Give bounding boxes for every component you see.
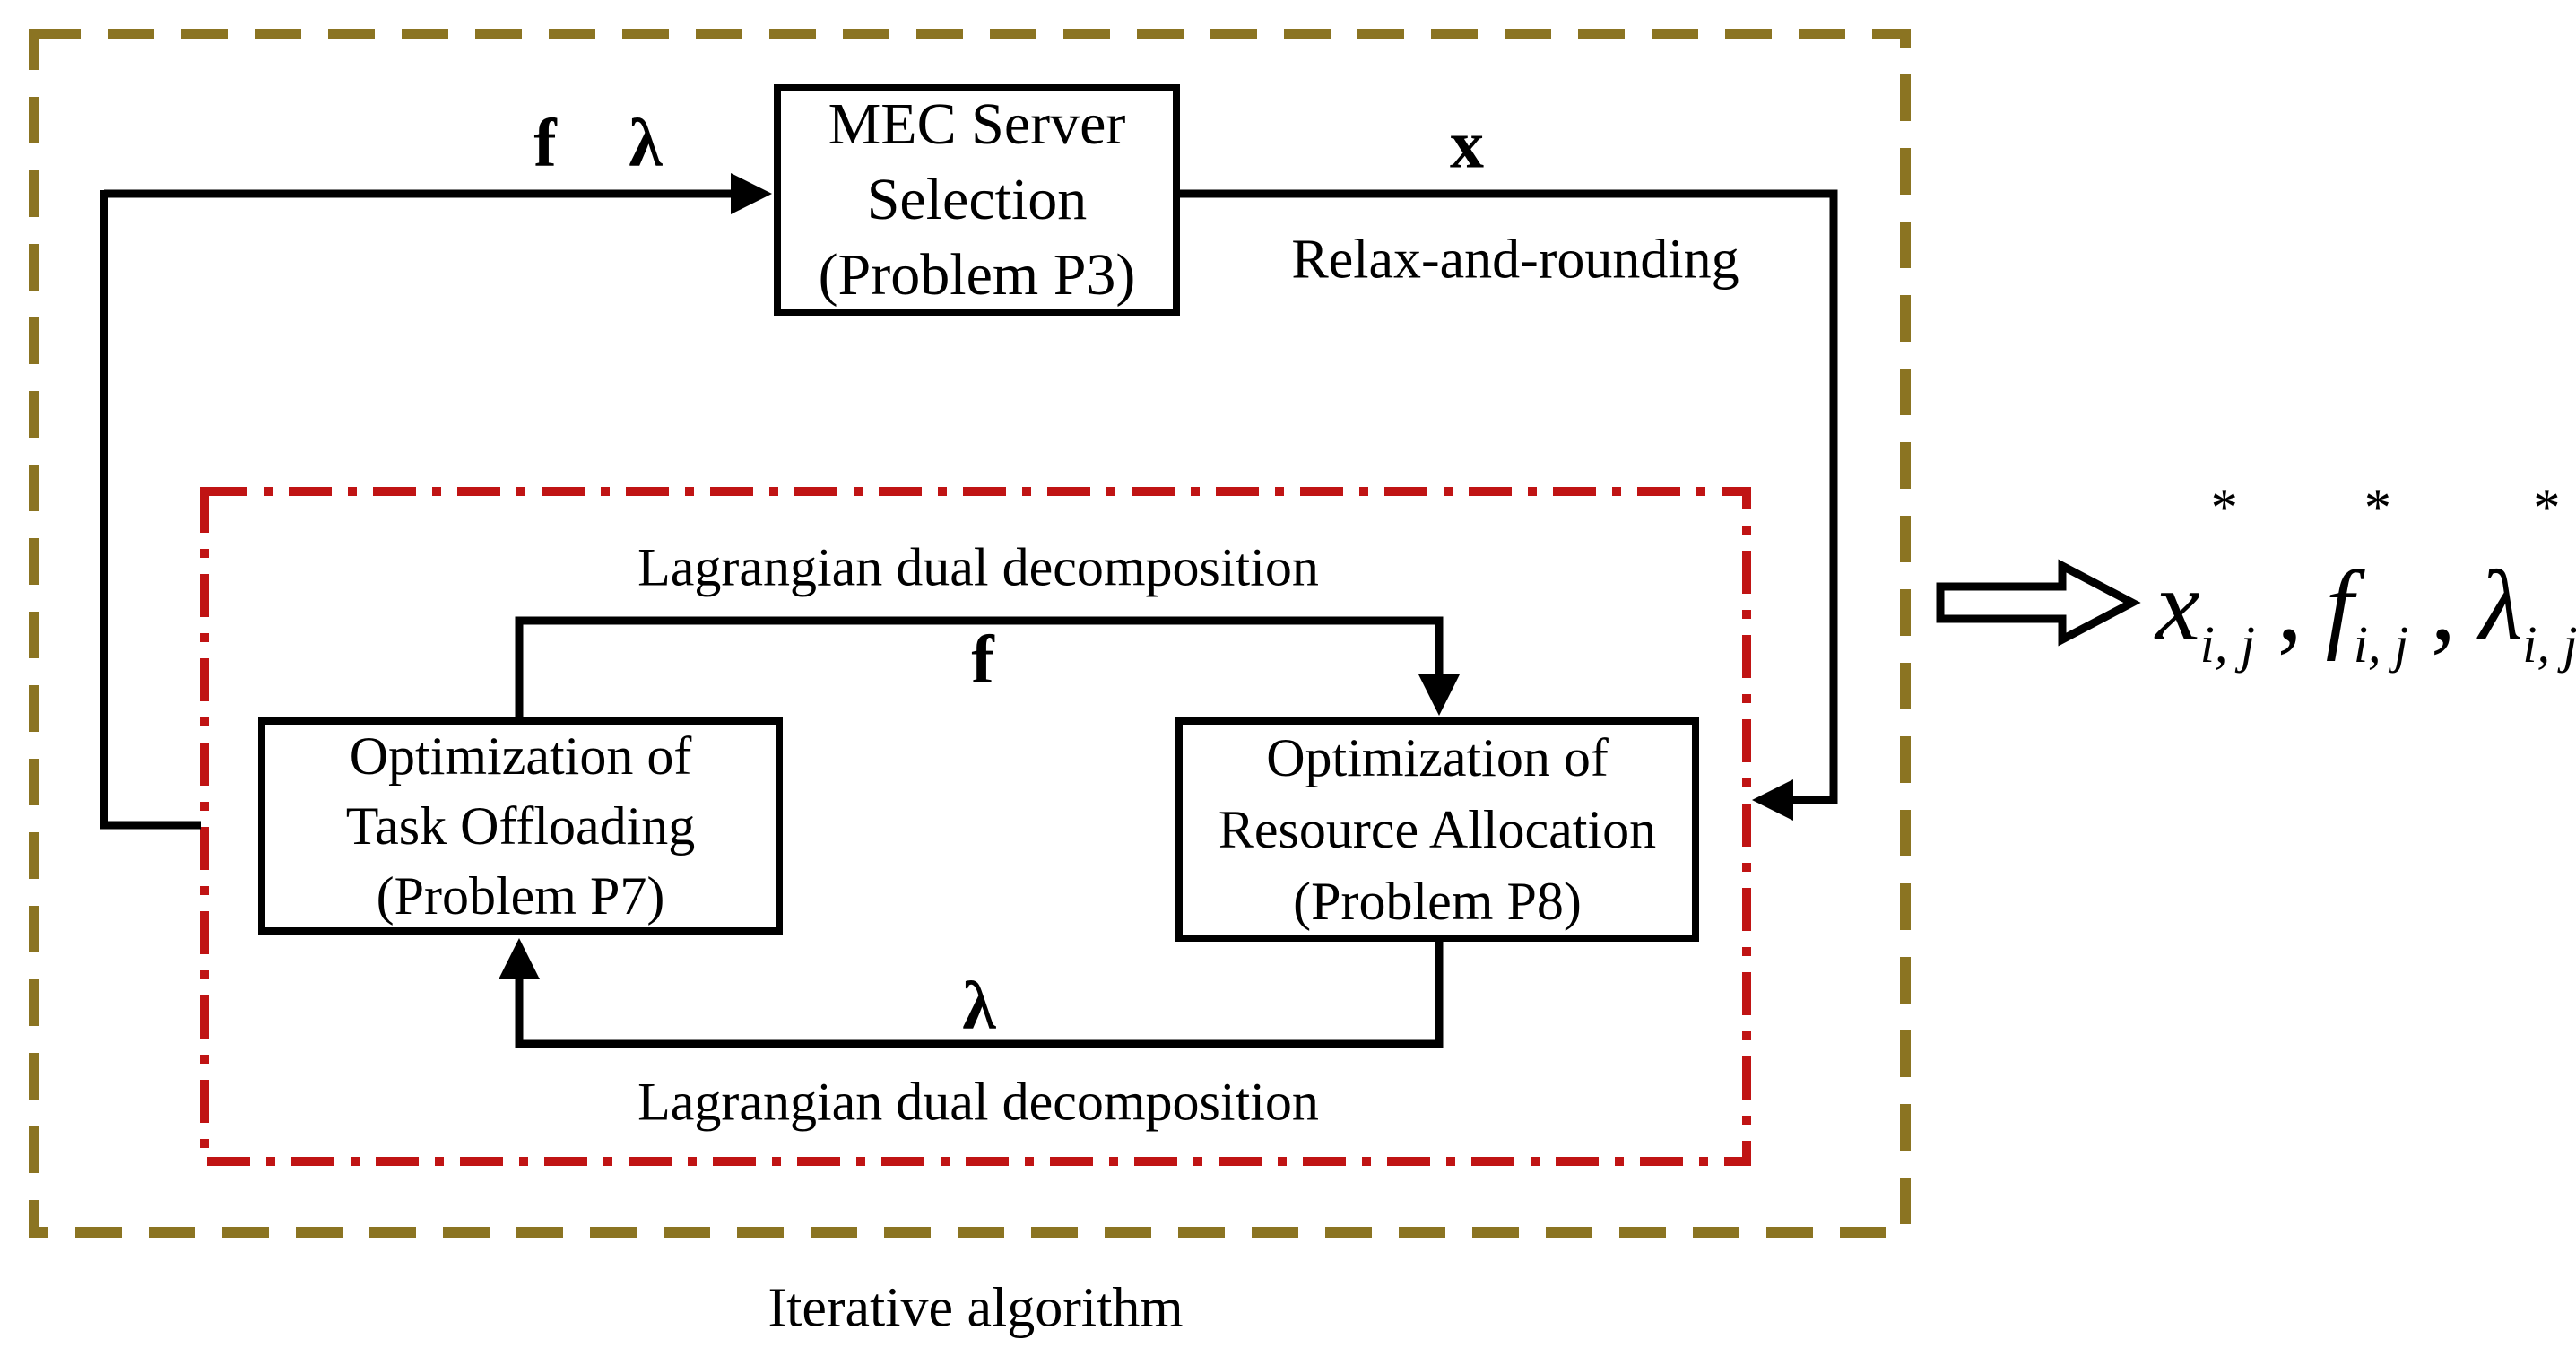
formula-term-f: f: [2325, 551, 2354, 662]
output-formula: x*i, j,f*i, j,λ*i, j: [2155, 481, 2576, 671]
f-connector-arrowhead-icon: [1418, 674, 1460, 716]
formula-separator-1: ,: [2277, 551, 2303, 662]
mec-box-line1: MEC Server: [828, 91, 1126, 157]
resource-box-line1: Optimization of: [1266, 728, 1609, 787]
task-box-line3: (Problem P7): [376, 866, 665, 926]
task-offloading-box: Optimization of Task Offloading (Problem…: [258, 717, 783, 935]
mec-server-selection-box: MEC Server Selection (Problem P3): [774, 84, 1180, 316]
mec-box-line2: Selection: [866, 167, 1088, 232]
formula-sup-x: *: [2210, 478, 2238, 537]
relax-and-rounding-label: Relax-and-rounding: [1291, 229, 1739, 291]
formula-term-x: x: [2155, 551, 2200, 662]
diagram-caption: Iterative algorithm: [768, 1277, 1184, 1339]
mec-box-line3: (Problem P3): [818, 242, 1136, 308]
x-output-label: x: [1450, 107, 1484, 183]
formula-sub-f: i, j: [2353, 615, 2409, 674]
formula-separator-2: ,: [2430, 551, 2456, 662]
formula-term-lambda: λ: [2478, 551, 2523, 662]
inner-dashdot-border: [200, 487, 1751, 1166]
lambda-connector-line: [515, 940, 1444, 1048]
formula-sup-f: *: [2364, 478, 2391, 537]
lagrangian-bottom-label: Lagrangian dual decomposition: [637, 1072, 1319, 1132]
formula-sub-x: i, j: [2199, 615, 2255, 674]
resource-allocation-box: Optimization of Resource Allocation (Pro…: [1175, 717, 1699, 942]
relax-arrowhead-icon: [1752, 779, 1793, 821]
formula-sup-lambda: *: [2533, 478, 2561, 537]
lambda-connector-arrowhead-icon: [499, 938, 540, 979]
relax-output-line: [1180, 189, 1838, 804]
input-arrowhead-icon: [731, 173, 772, 214]
input-lambda-label: λ: [629, 105, 663, 181]
resource-box-line2: Resource Allocation: [1218, 800, 1657, 859]
outer-dashed-border: [29, 29, 1911, 1238]
f-connector-line: [515, 616, 1444, 719]
input-f-label: f: [533, 105, 557, 181]
lagrangian-top-label: Lagrangian dual decomposition: [637, 537, 1319, 597]
output-block-arrow-icon: [1936, 559, 2141, 647]
resource-box-line3: (Problem P8): [1293, 872, 1582, 931]
lambda-mid-label: λ: [962, 968, 996, 1044]
formula-sub-lambda: i, j: [2522, 615, 2576, 674]
task-box-line1: Optimization of: [349, 726, 692, 786]
f-mid-label: f: [971, 622, 994, 698]
feedback-line: [100, 190, 201, 830]
task-box-line2: Task Offloading: [345, 796, 696, 856]
